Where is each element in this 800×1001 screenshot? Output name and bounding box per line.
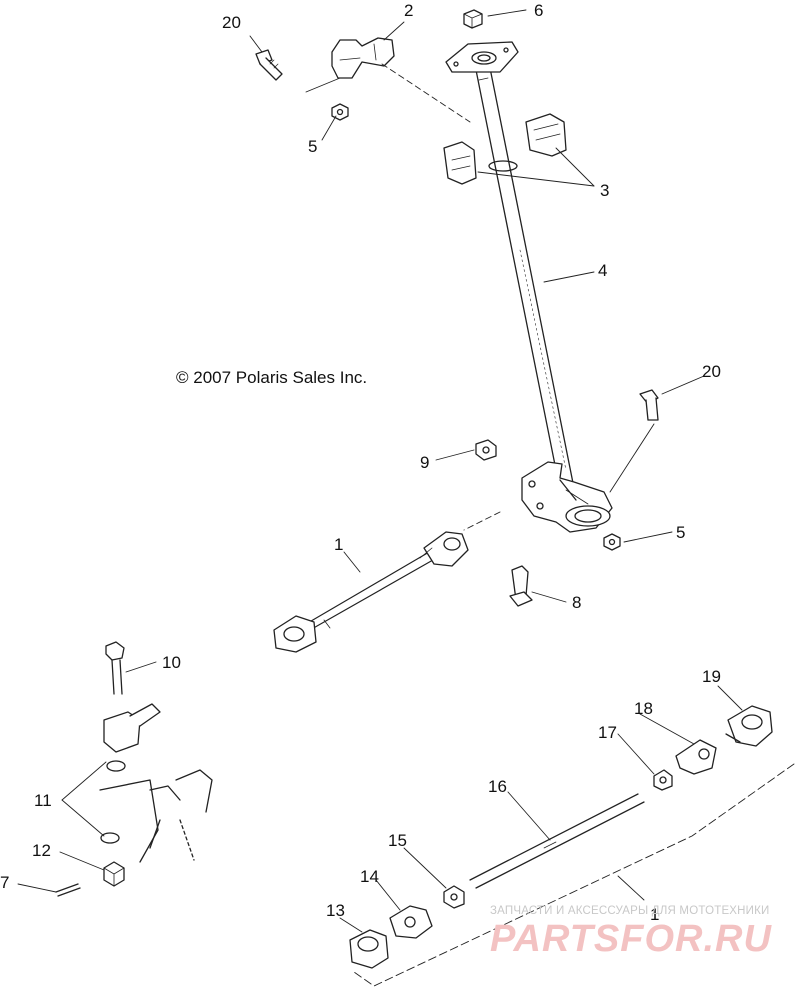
callout-5-top: 5 — [308, 137, 318, 156]
leader-lines — [17, 9, 795, 987]
callout-17: 17 — [598, 723, 617, 742]
callout-4: 4 — [598, 261, 608, 280]
bolt-part-10 — [105, 641, 125, 695]
bolt-part-20a — [255, 49, 283, 81]
nut-part-6 — [463, 9, 483, 29]
callout-2: 2 — [404, 1, 414, 20]
knuckle-assembly — [99, 703, 213, 863]
copyright-notice: © 2007 Polaris Sales Inc. — [176, 368, 368, 387]
bolt-part-8 — [509, 565, 533, 607]
ring-on-post — [488, 160, 518, 172]
callout-11: 11 — [34, 791, 52, 810]
bolt-part-20b — [639, 389, 659, 421]
ball-joint-part-13 — [349, 929, 389, 969]
nut-part-5b — [603, 533, 621, 551]
callout-1-tierod: 1 — [334, 535, 344, 554]
washer-part-11b — [100, 832, 120, 844]
callout-5-lower: 5 — [676, 523, 686, 542]
callout-12: 12 — [32, 841, 51, 860]
callout-10: 10 — [162, 653, 181, 672]
callout-13: 13 — [326, 901, 345, 920]
callout-20-right: 20 — [702, 362, 721, 381]
watermark-logo: PARTSFOR.RU — [490, 918, 772, 960]
callout-3: 3 — [600, 181, 610, 200]
bushing-part-3b — [525, 113, 567, 157]
callout-16: 16 — [488, 777, 507, 796]
nut-part-12 — [103, 861, 125, 887]
watermark-tagline: ЗАПЧАСТИ И АКСЕССУАРЫ ДЛЯ МОТОТЕХНИКИ — [490, 905, 770, 917]
jam-nut-part-17 — [653, 769, 673, 791]
jam-nut-part-15 — [443, 885, 465, 909]
callout-1-exploded: 1 — [650, 905, 660, 924]
nut-part-5a — [331, 103, 349, 121]
nut-part-9 — [475, 439, 497, 461]
tie-rod-shaft-part-16 — [469, 793, 645, 889]
clamp-part-2 — [331, 37, 395, 79]
callout-6: 6 — [534, 1, 544, 20]
callout-20-top: 20 — [222, 13, 241, 32]
tie-rod-assembly-1 — [273, 531, 469, 653]
callout-14: 14 — [360, 867, 379, 886]
callout-7: 7 — [0, 873, 10, 892]
ball-joint-part-19 — [725, 705, 773, 747]
callout-9: 9 — [420, 453, 430, 472]
callout-15: 15 — [388, 831, 407, 850]
callout-18: 18 — [634, 699, 653, 718]
callout-8: 8 — [572, 593, 582, 612]
steering-post — [445, 41, 613, 533]
bushing-part-3a — [443, 141, 477, 185]
washer-part-11a — [106, 760, 126, 772]
rod-end-part-18 — [675, 739, 717, 775]
cotter-pin-part-7 — [55, 883, 81, 897]
rod-end-part-14 — [389, 905, 433, 939]
callout-19: 19 — [702, 667, 721, 686]
